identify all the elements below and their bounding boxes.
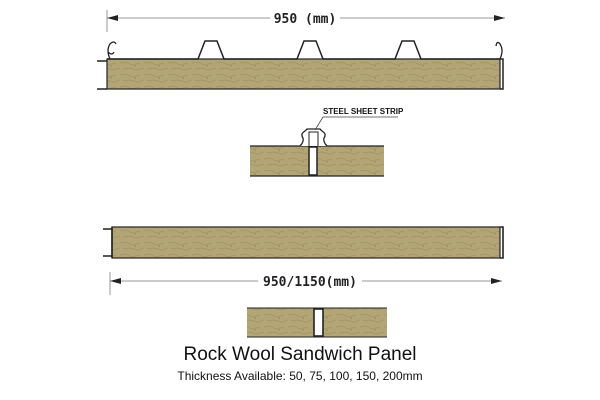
arrow-left-icon [110,278,121,284]
bottom-dimension-label: 950/1150(mm) [263,275,357,290]
bottom-dimension-line [109,272,502,295]
callout-leader [314,116,398,131]
steel-sheet-strip-label: STEEL SHEET STRIP [323,107,404,116]
arrow-right-icon [491,278,502,284]
joint-detail-wall [247,307,387,338]
arrow-right-icon [494,15,505,21]
arrow-left-icon [107,15,118,21]
wall-panel [103,226,504,259]
top-dimension-line [106,10,505,32]
thickness-subtitle: Thickness Available: 50, 75, 100, 150, 2… [177,369,423,383]
diagram-title: Rock Wool Sandwich Panel [183,344,417,365]
top-dimension-label: 950 (mm) [274,12,337,27]
roof-panel [97,40,504,90]
joint-detail-roof [250,116,398,177]
